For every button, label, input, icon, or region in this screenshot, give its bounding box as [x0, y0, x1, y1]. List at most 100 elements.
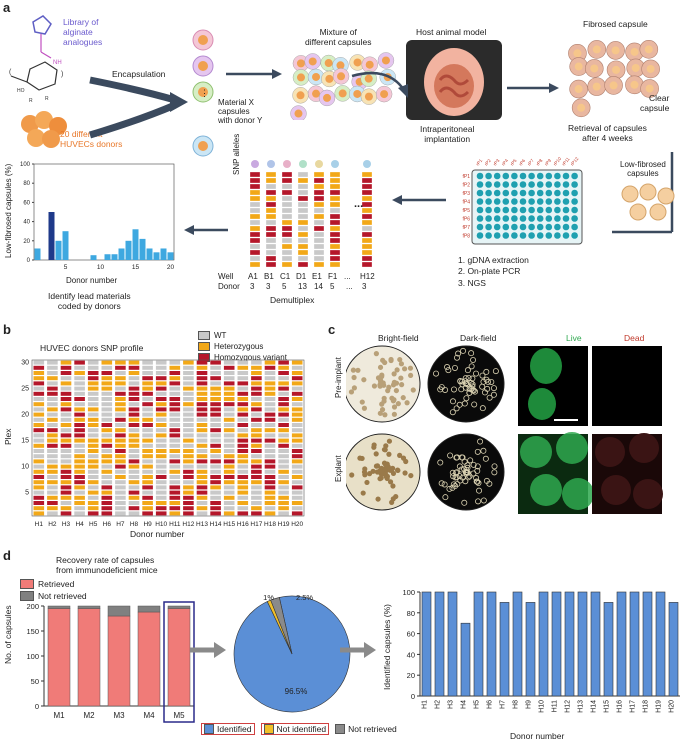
heat-cell — [169, 417, 181, 422]
heat-cell — [237, 428, 249, 433]
heat-cell — [155, 365, 167, 370]
snp-cell — [249, 207, 261, 214]
heat-cell — [115, 360, 126, 365]
heat-cell — [291, 490, 303, 495]
heat-cell — [155, 490, 167, 495]
stack-xtick-label: M4 — [143, 711, 155, 720]
mini-ytick-label: 80 — [23, 181, 30, 187]
bf-capsule — [348, 389, 355, 395]
well-donor: 5 — [282, 282, 287, 291]
snp-cell — [313, 195, 325, 202]
heat-cell — [87, 433, 99, 438]
heat-cell — [128, 480, 140, 485]
plate-well — [476, 189, 484, 197]
heat-ytick-label: 15 — [21, 438, 29, 445]
heat-cell — [47, 511, 58, 516]
heat-cell — [101, 443, 113, 448]
heat-cell — [155, 501, 167, 505]
heat-cell — [210, 449, 221, 453]
snp-cell — [313, 189, 325, 196]
heat-cell — [33, 443, 45, 448]
plate-well — [562, 215, 570, 222]
heat-cell — [278, 438, 289, 443]
heat-cell — [291, 433, 303, 438]
well-id: F1 — [328, 272, 338, 281]
plate-well — [476, 181, 484, 188]
heat-cell — [196, 397, 208, 401]
snp-cell — [313, 183, 325, 190]
live-capsule — [530, 348, 562, 384]
heat-cell — [223, 449, 235, 453]
df-capsule — [468, 363, 475, 370]
col-dead: Dead — [624, 333, 645, 343]
heat-cell — [87, 376, 99, 381]
heat-cell — [251, 449, 262, 453]
heat-cell — [291, 475, 303, 479]
retrieved-core — [645, 84, 654, 93]
heat-xtick-label: H16 — [237, 521, 249, 528]
heat-cell — [60, 459, 72, 464]
snp-cell — [249, 261, 261, 268]
heat-cell — [87, 428, 99, 433]
heat-cell — [264, 511, 276, 516]
stack-ytick-label: 100 — [26, 652, 39, 661]
heat-cell — [33, 386, 45, 391]
snp-cell — [297, 231, 309, 238]
heat-cell — [87, 417, 99, 422]
heat-cell — [128, 371, 140, 375]
heat-xtick-label: H15 — [223, 521, 235, 528]
plate-row-label: fP6 — [462, 217, 470, 223]
capsule-core — [308, 57, 317, 66]
mini-bar — [153, 252, 160, 260]
snp-cell — [297, 261, 309, 268]
single-capsules-icon — [192, 29, 214, 157]
plate-col-label: rP10 — [552, 156, 562, 167]
well-id: ... — [344, 272, 351, 281]
heat-cell — [251, 417, 262, 422]
id-bar — [486, 591, 497, 697]
panel-label-a: a — [3, 0, 11, 15]
heat-cell — [278, 365, 289, 370]
heat-cell — [196, 443, 208, 448]
heat-cell — [101, 511, 113, 516]
id-xtick-label: H19 — [656, 700, 663, 713]
heat-cell — [33, 381, 45, 386]
heat-cell — [128, 433, 140, 438]
heat-cell — [74, 449, 85, 453]
retrieved-core — [573, 49, 582, 58]
heat-cell — [278, 469, 289, 474]
id-xtick-label: H8 — [513, 700, 520, 709]
heat-cell — [47, 391, 58, 396]
heat-cell — [169, 506, 181, 511]
heat-cell — [291, 386, 303, 391]
pie-legend-not-identified: Not identified — [260, 723, 330, 735]
heat-cell — [142, 475, 153, 479]
df-capsule — [433, 370, 440, 377]
heat-cell — [210, 506, 221, 511]
df-capsule — [455, 350, 462, 357]
heat-cell — [142, 407, 153, 412]
heat-cell — [155, 449, 167, 453]
heat-cell — [155, 360, 167, 365]
svg-text:HO: HO — [17, 88, 25, 94]
snp-column-dot — [251, 160, 259, 168]
heat-cell — [74, 433, 85, 438]
heat-cell — [47, 490, 58, 495]
plate-well — [493, 206, 501, 214]
plate-col-label: rP11 — [561, 156, 571, 167]
heat-cell — [60, 464, 72, 469]
heat-cell — [291, 423, 303, 427]
heat-cell — [142, 417, 153, 422]
heat-cell — [47, 371, 58, 375]
df-capsule — [474, 463, 481, 470]
snp-cell — [249, 249, 261, 256]
plate-well — [571, 232, 578, 239]
capsule-core — [336, 61, 345, 70]
mini-chart-ylabel: Low-fibrosed capsules (%) — [4, 163, 13, 258]
capsule-core — [381, 56, 390, 65]
snp-cell — [313, 207, 325, 214]
heat-cell — [196, 449, 208, 453]
df-capsule — [464, 464, 471, 471]
heat-cell — [74, 495, 85, 500]
df-capsule — [461, 499, 468, 506]
